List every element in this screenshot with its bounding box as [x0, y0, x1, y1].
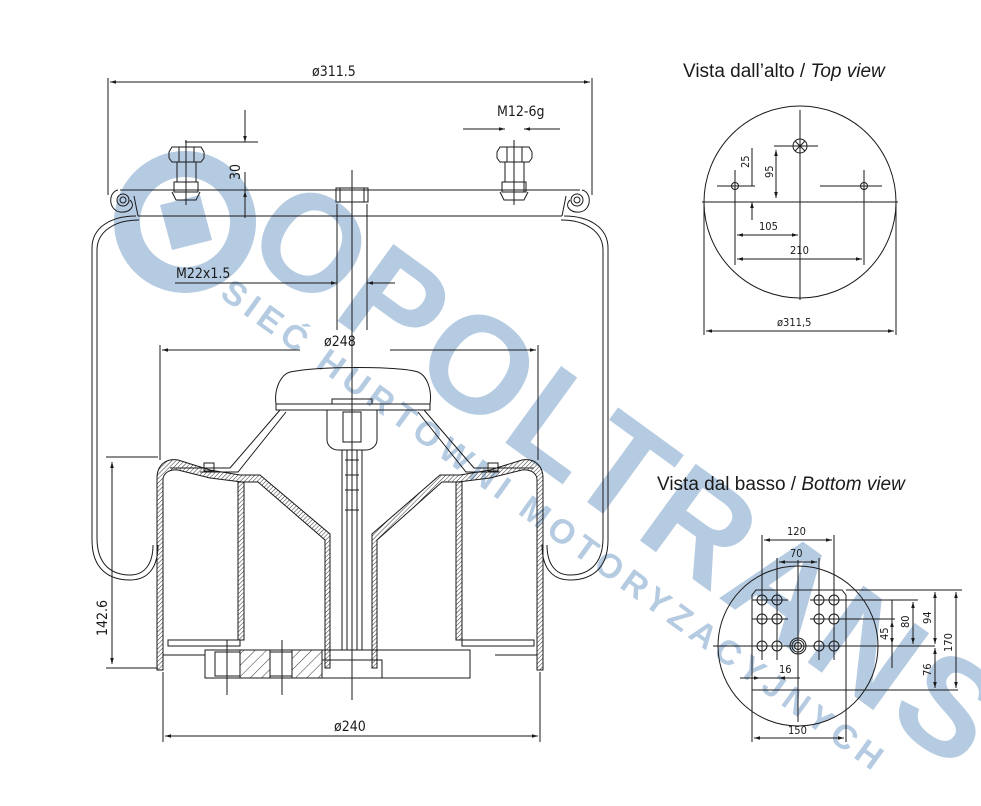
- left-stud-icon: [168, 140, 205, 205]
- dim-stud-thread: M12-6g: [497, 104, 544, 120]
- right-stud-icon: [496, 140, 533, 205]
- dim-top-95: 95: [763, 165, 776, 178]
- dim-center-thread: M22x1.5: [176, 266, 230, 282]
- dim-bottom-70: 70: [790, 547, 803, 560]
- dim-bottom-45: 45: [878, 627, 891, 640]
- dim-bottom-80: 80: [899, 615, 912, 628]
- top-view-title: Vista dall’alto / Top view: [683, 61, 885, 82]
- dim-stud-height: 30: [228, 164, 244, 180]
- hole-pattern: [752, 590, 846, 660]
- dim-base-diameter: ø240: [334, 719, 366, 735]
- dim-top-25: 25: [739, 155, 752, 168]
- dim-height: 142.6: [95, 600, 111, 636]
- bottom-view: [713, 535, 962, 742]
- dim-bottom-16: 16: [779, 663, 792, 676]
- bottom-view-title: Vista dal basso / Bottom view: [657, 474, 905, 495]
- dim-top-diameter-view: ø311,5: [777, 316, 811, 329]
- dim-piston-diameter: ø248: [324, 334, 356, 350]
- side-view: [91, 78, 609, 742]
- dim-top-diameter: ø311.5: [312, 64, 356, 80]
- top-view: [702, 105, 898, 335]
- dim-top-105: 105: [759, 220, 778, 233]
- dim-bottom-150: 150: [788, 724, 807, 737]
- dim-bottom-120: 120: [787, 525, 806, 538]
- dim-bottom-94: 94: [921, 611, 934, 624]
- dim-top-210: 210: [790, 244, 809, 257]
- dim-bottom-76: 76: [921, 663, 934, 676]
- dim-bottom-170: 170: [942, 633, 955, 652]
